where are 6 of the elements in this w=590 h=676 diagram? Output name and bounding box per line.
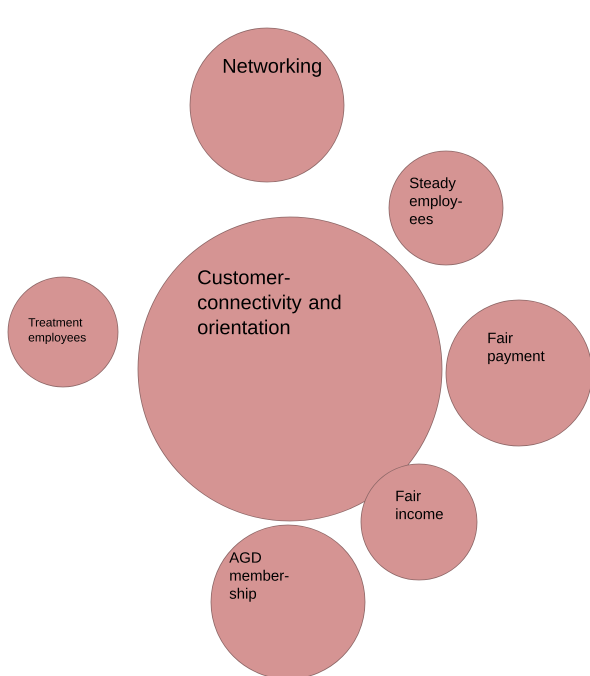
- circle-node: Steady employ- ees: [388, 150, 504, 266]
- circle-node: Networking: [190, 28, 344, 182]
- circle-node: Treatment employees: [8, 276, 118, 388]
- circle-node: Fair income: [360, 464, 478, 580]
- circle-node: Fair payment: [446, 300, 590, 446]
- circle-node: AGD member- ship: [210, 524, 366, 676]
